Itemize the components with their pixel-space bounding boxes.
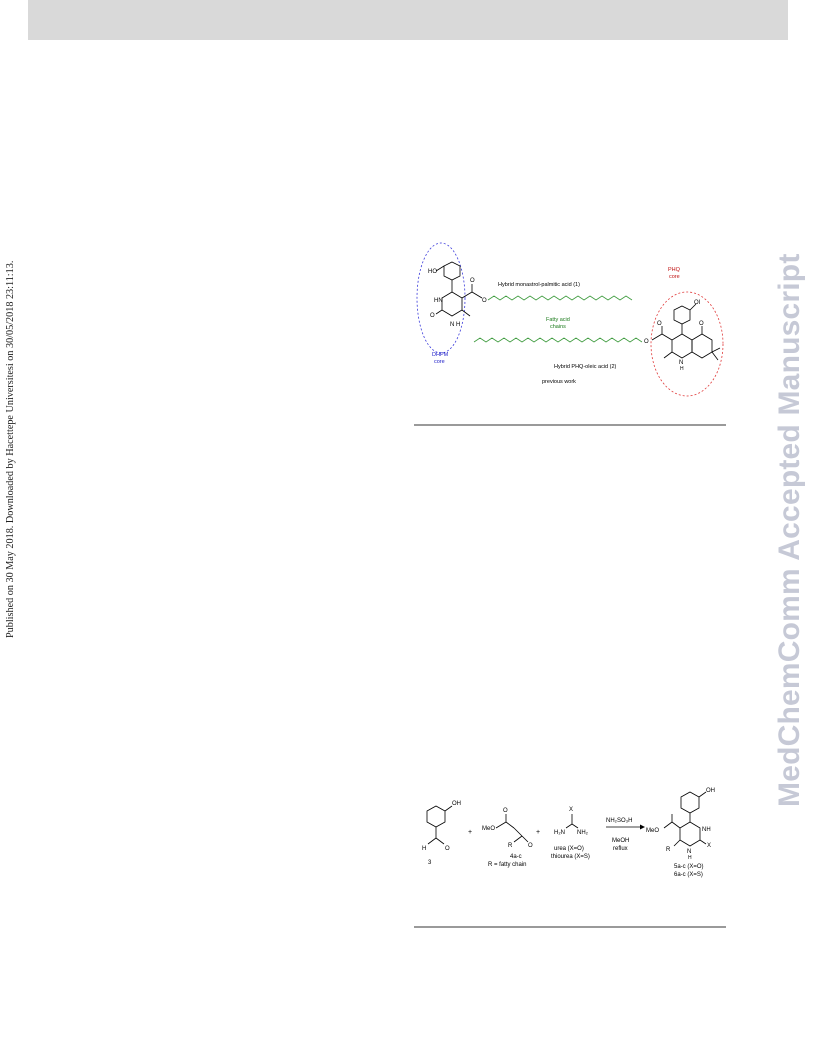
palmitic-chain <box>487 295 633 301</box>
phq-structure <box>651 303 721 361</box>
fatty-acid-label: Fatty acid <box>546 317 570 323</box>
product-x-label: X <box>707 843 711 849</box>
oleic-chain <box>473 337 643 343</box>
aldehyde-o-label: O <box>445 846 450 852</box>
ketoester-r-label: R <box>508 843 513 849</box>
link-oxygen-label: O <box>482 298 487 304</box>
figure2-rule <box>414 926 726 928</box>
hybrid1-label: Hybrid monastrol-palmitic acid (1) <box>498 282 580 288</box>
product-6-label: 6a-c (X=S) <box>674 872 703 878</box>
ketoester-top-o-label: O <box>503 808 508 814</box>
product-5-label: 5a-c (X=O) <box>674 864 704 870</box>
dhpm-structure <box>435 261 483 317</box>
ho-label: HO <box>428 269 437 275</box>
phq-core-label: PHQ <box>668 267 681 273</box>
product-meo-label: MeO <box>646 828 659 834</box>
ester2-oxygen-label: O <box>657 321 662 327</box>
ketoester-structure <box>495 814 529 843</box>
figure-synthesis-scheme: OH H O 3 + MeO O R O 4a-c R = fatty chai… <box>414 778 734 882</box>
thiourea-label: thiourea (X=S) <box>551 854 590 860</box>
dhpm-core-label-2: core <box>434 359 445 365</box>
urea-oxygen-label: O <box>430 313 435 319</box>
nh-label: N H <box>450 322 460 328</box>
figure1-rule <box>414 424 726 426</box>
product-h-label: H <box>688 855 692 861</box>
previous-work-scheme: HO HN O N H O O DHPM core Hybrid monastr… <box>416 242 724 397</box>
phq-core-label-2: core <box>669 274 680 280</box>
phq-core-highlight <box>650 291 724 397</box>
plus-sign-2: + <box>536 829 540 836</box>
publication-side-note-text: Published on 30 May 2018. Downloaded by … <box>5 260 16 638</box>
urea-nh2-label: NH₂ <box>577 830 589 836</box>
accepted-manuscript-watermark-text: MedChemComm Accepted Manuscript <box>773 253 806 807</box>
dhpm-core-label: DHPM <box>432 352 449 358</box>
publication-side-note: Published on 30 May 2018. Downloaded by … <box>3 238 21 638</box>
ketoester-bottom-o-label: O <box>528 843 533 849</box>
aldehyde-oh-label: OH <box>452 801 461 807</box>
product-oh-label: OH <box>706 788 715 794</box>
urea-x-label: X <box>569 807 573 813</box>
compound-3-label: 3 <box>428 860 432 866</box>
catalyst-label: NH₂SO₃H <box>606 818 632 824</box>
r-definition-label: R = fatty chain <box>488 862 527 868</box>
phq-n-label: N <box>679 360 683 366</box>
reaction-arrowhead <box>640 824 645 830</box>
product-nh-label: NH <box>702 827 711 833</box>
accepted-manuscript-watermark: MedChemComm Accepted Manuscript <box>770 250 810 810</box>
product-n-label: N <box>687 849 691 855</box>
figure-previous-work: HO HN O N H O O DHPM core Hybrid monastr… <box>414 242 738 400</box>
ketoester-meo-label: MeO <box>482 826 495 832</box>
page-header-bar <box>28 0 788 40</box>
urea-label: urea (X=O) <box>554 846 584 852</box>
urea-h2n-label: H₂N <box>554 830 565 836</box>
fatty-acid-chains-label: chains <box>550 324 566 330</box>
hn-label: HN <box>434 298 443 304</box>
urea-structure <box>565 814 579 829</box>
aldehyde-structure <box>426 805 453 845</box>
plus-sign-1: + <box>468 829 472 836</box>
link2-oxygen-label: O <box>644 339 649 345</box>
phq-h-label: H <box>680 366 684 372</box>
hybrid2-label: Hybrid PHQ-oleic acid (2) <box>554 364 617 370</box>
solvent-label: MeOH <box>612 838 629 844</box>
ester-oxygen-label: O <box>470 278 475 284</box>
condition-label: reflux <box>613 846 628 852</box>
synthesis-scheme: OH H O 3 + MeO O R O 4a-c R = fatty chai… <box>422 788 715 878</box>
product-r-label: R <box>666 847 671 853</box>
previous-work-label: previous work <box>542 379 576 385</box>
aldehyde-h-label: H <box>422 846 426 852</box>
dhpm-core-highlight <box>416 242 466 354</box>
compound-4-label: 4a-c <box>510 854 522 860</box>
product-structure <box>663 791 707 847</box>
ketone-oxygen-label: O <box>699 321 704 327</box>
ol-label: OI <box>694 300 701 306</box>
